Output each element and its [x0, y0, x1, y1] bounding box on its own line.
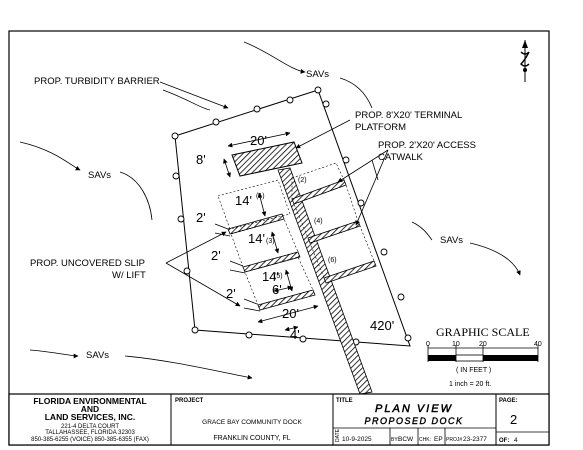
terminal-platform: [231, 141, 303, 177]
catwalk-label-line2: CATWALK: [378, 152, 424, 163]
scale-tick-0: 0: [426, 341, 430, 348]
slip-number-4: (4): [314, 218, 323, 225]
scale-bar-segment-3: [483, 355, 538, 361]
company-name-line1: FLORIDA ENVIRONMENTAL: [33, 396, 146, 406]
dim-slip-spacing-1: 14': [235, 193, 252, 208]
chk-label: CHK:: [419, 437, 431, 443]
savs-label-left: SAVs: [88, 170, 111, 181]
scale-tick-20: 20: [479, 341, 487, 348]
dimension-lines: [214, 131, 379, 332]
scale-bar-segment-2: [455, 354, 484, 362]
dim-catwalk-width-1: 2': [196, 210, 206, 225]
date-value: 10-9-2025: [342, 436, 372, 443]
catwalk-label-line1: PROP. 2'X20' ACCESS: [378, 140, 476, 151]
savs-label-bottom: SAVs: [86, 350, 109, 361]
dim-platform-width: 20': [250, 133, 267, 148]
slip-number-6: (6): [328, 257, 337, 264]
slip-number-1: (1): [256, 193, 265, 200]
title-label: TITLE: [336, 398, 353, 404]
savs-arrows: [19, 41, 521, 380]
leader-lines: [159, 81, 389, 307]
terminal-platform-label-line2: PLATFORM: [355, 122, 406, 133]
proj-value: 23-2377: [463, 436, 487, 443]
barrier-floats: [171, 86, 412, 346]
scale-tick-10: 10: [452, 341, 460, 348]
slip-number-3: (3): [266, 238, 275, 245]
turbidity-barrier: [174, 89, 411, 347]
by-label: BY:: [391, 437, 399, 443]
of-label: OF:: [499, 438, 509, 444]
dim-slip-6: 6': [272, 282, 282, 297]
company-address-line2: TALLAHASSEE, FLORIDA 32303: [45, 430, 135, 436]
dim-pier-length: 420': [370, 318, 394, 333]
dim-catwalk-width-3: 2': [226, 286, 236, 301]
by-value: BCW: [398, 436, 414, 443]
proj-label: PROJ#: [446, 437, 462, 443]
project-label: PROJECT: [175, 398, 204, 404]
project-name: GRACE BAY COMMUNITY DOCK: [202, 419, 302, 426]
dim-platform-depth: 8': [196, 152, 206, 167]
company-name-line2: AND: [81, 404, 99, 414]
sheet-title-line1: PLAN VIEW: [375, 403, 453, 415]
turbidity-barrier-label: PROP. TURBIDITY BARRIER: [34, 76, 160, 87]
scale-ratio: 1 inch = 20 ft.: [449, 381, 491, 388]
dim-catwalk-width-2: 2': [211, 248, 221, 263]
project-location: FRANKLIN COUNTY, FL: [213, 435, 290, 442]
scale-unit-label: ( IN FEET ): [456, 367, 491, 374]
north-arrow-icon: [520, 40, 530, 82]
dim-slip-spacing-3: 14': [262, 269, 279, 284]
slip-number-5: (5): [274, 273, 283, 280]
chk-value: EP: [434, 436, 443, 443]
title-block: FLORIDA ENVIRONMENTAL AND LAND SERVICES,…: [8, 393, 550, 446]
dim-pier-4: 4': [290, 327, 300, 342]
scale-bar-segment-1: [428, 355, 456, 361]
scale-tick-40: 40: [534, 341, 542, 348]
savs-label-top: SAVs: [306, 69, 329, 80]
savs-label-right: SAVs: [440, 235, 463, 246]
company-address-line1: 221-4 DELTA COURT: [61, 424, 119, 430]
dim-slip-spacing-2: 14': [248, 231, 265, 246]
terminal-platform-label-line1: PROP. 8'X20' TERMINAL: [355, 110, 462, 121]
graphic-scale: GRAPHIC SCALE 0 10 20 40 ( IN FEET ) 1 i…: [426, 325, 542, 388]
of-value: 4: [514, 437, 518, 444]
slip-label-line2: W/ LIFT: [112, 270, 146, 281]
slip-label-line1: PROP. UNCOVERED SLIP: [30, 258, 145, 269]
sheet-title-line2: PROPOSED DOCK: [364, 416, 463, 426]
page-value: 2: [510, 412, 517, 427]
company-phone: 850-385-6255 (VOICE) 850-385-6355 (FAX): [31, 437, 149, 443]
company-name-line3: LAND SERVICES, INC.: [45, 412, 136, 422]
page-label: PAGE:: [499, 398, 518, 404]
slip-number-2: (2): [298, 177, 307, 184]
scale-title: GRAPHIC SCALE: [436, 325, 530, 339]
dim-slip-20: 20': [282, 306, 299, 321]
date-label: DATE: [335, 428, 341, 442]
